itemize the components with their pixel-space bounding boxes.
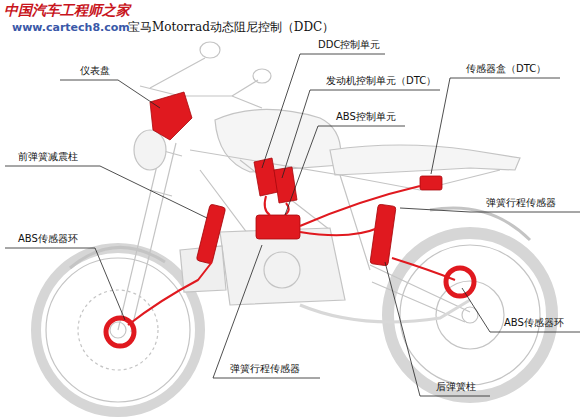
part-label: 后弹簧柱 [436, 380, 476, 394]
part-label: 仪表盘 [80, 64, 110, 78]
part-label: 弹簧行程传感器 [486, 196, 556, 210]
part-label: ABS传感器环 [18, 232, 78, 246]
part-label: 前弹簧减震柱 [18, 150, 78, 164]
part-label: 弹簧行程传感器 [230, 362, 300, 376]
part-label: DDC控制单元 [318, 38, 380, 52]
part-label: ABS传感器环 [504, 316, 564, 330]
watermark: www.cartech8.com [12, 21, 130, 35]
part-label: 发动机控制单元（DTC） [326, 74, 436, 88]
diagram-title: 宝马Motorrad动态阻尼控制（DDC） [128, 20, 334, 34]
part-label: ABS控制单元 [336, 110, 396, 124]
part-label: 传感器盒（DTC） [466, 62, 546, 76]
watermark: 中国汽车工程师之家 [4, 3, 130, 17]
